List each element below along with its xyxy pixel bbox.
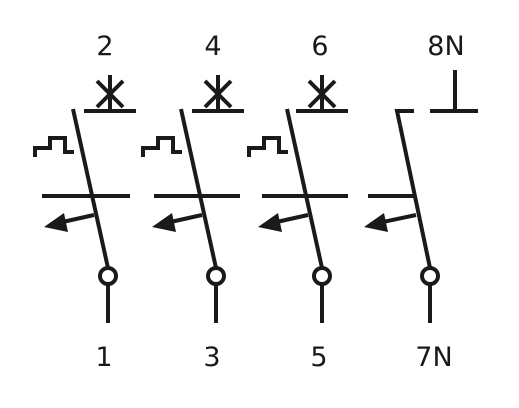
neutral-blade-hook	[394, 109, 414, 126]
terminal-circle	[206, 266, 226, 286]
terminal-label-bottom: 3	[203, 342, 220, 373]
trip-arrow-head-icon	[258, 213, 282, 232]
isolator-cross-icon	[296, 75, 348, 113]
pole-2	[141, 75, 244, 323]
terminal-label-top: 4	[204, 31, 221, 62]
pole-3	[247, 75, 348, 323]
pole-1	[33, 75, 136, 323]
thermal-trip-symbol	[141, 136, 182, 157]
thermal-trip-symbol	[247, 136, 288, 157]
terminal-label-bottom: 5	[310, 342, 327, 373]
trip-arrow-head-icon	[44, 213, 68, 232]
terminal-label-top: 8N	[427, 31, 464, 62]
neutral-contact-icon	[430, 70, 478, 113]
trip-arrow-head-icon	[364, 213, 388, 232]
isolator-cross-icon	[84, 75, 136, 113]
terminal-circle	[98, 266, 118, 286]
trip-arrow-head-icon	[152, 213, 176, 232]
thermal-trip-symbol	[33, 136, 74, 157]
terminal-label-bottom: 7N	[415, 342, 452, 373]
switch-blade	[179, 108, 218, 269]
switch-blade	[398, 124, 432, 269]
terminal-label-bottom: 1	[95, 342, 112, 373]
switch-blade	[71, 108, 110, 269]
terminal-circle	[420, 266, 440, 286]
switch-blade	[285, 108, 324, 269]
pole-n	[368, 70, 478, 323]
terminal-label-top: 2	[96, 31, 113, 62]
isolator-cross-icon	[192, 75, 244, 113]
terminal-circle	[312, 266, 332, 286]
terminal-label-top: 6	[311, 31, 328, 62]
